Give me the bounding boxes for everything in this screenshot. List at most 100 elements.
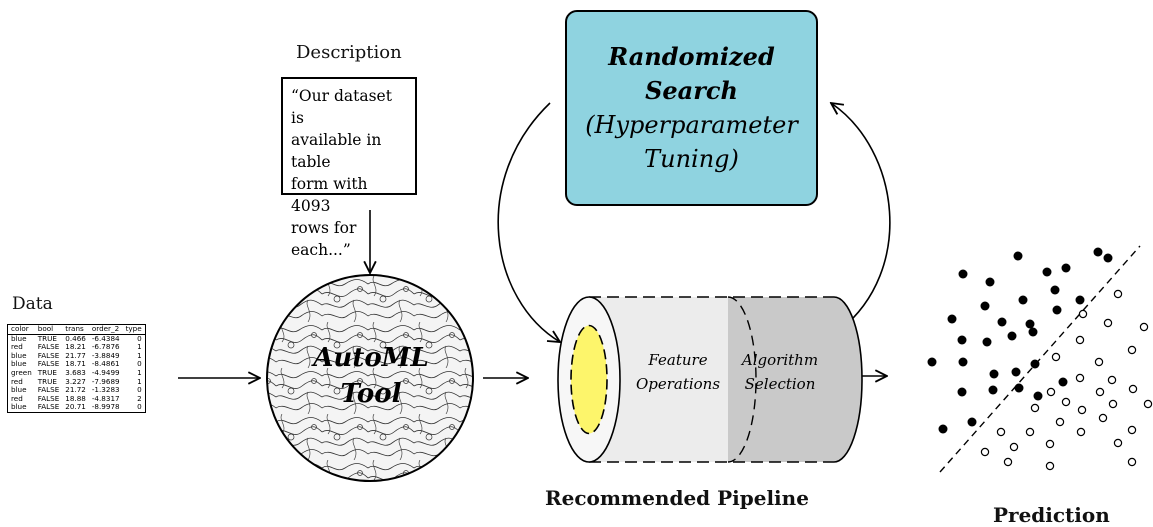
table-cell: 3.683 [65, 367, 86, 377]
automl-line: Tool [340, 379, 402, 409]
scatter-point-hollow [1139, 322, 1149, 332]
table-cell: FALSE [37, 393, 60, 403]
table-cell: FALSE [37, 342, 60, 352]
table-cell: TRUE [37, 333, 57, 343]
scatter-point-hollow [1143, 399, 1153, 409]
table-cell: 18.88 [65, 393, 86, 403]
scatter-point-filled [1014, 383, 1024, 393]
scatter-point-filled [988, 385, 998, 395]
scatter-point-hollow [1061, 397, 1071, 407]
scatter-point-filled [1093, 247, 1103, 257]
algo-sel-line: Algorithm [741, 351, 819, 369]
randomized-search-line: Search [645, 76, 738, 105]
table-cell: 1 [137, 342, 142, 352]
scatter-point-filled [1058, 377, 1068, 387]
scatter-point-filled [1050, 285, 1060, 295]
scatter-point-filled [927, 357, 937, 367]
scatter-point-hollow [1127, 345, 1137, 355]
automl-label: AutoML Tool [266, 340, 476, 412]
table-cell: blue [11, 359, 27, 369]
table-cell: 1 [137, 376, 142, 386]
table-cell: 20.71 [65, 402, 86, 412]
scatter-point-filled [1007, 331, 1017, 341]
pipeline-title: Recommended Pipeline [545, 486, 809, 510]
table-cell: 1 [137, 367, 142, 377]
table-cell: -4.8317 [91, 393, 120, 403]
table-cell: blue [11, 350, 27, 360]
scatter-point-filled [1028, 327, 1038, 337]
table-cell: TRUE [37, 367, 57, 377]
table-cell: -3.8849 [91, 350, 120, 360]
table-cell: 0 [137, 385, 142, 395]
scatter-point-hollow [1045, 461, 1055, 471]
table-cell: blue [11, 333, 27, 343]
table-cell: -1.3283 [91, 385, 120, 395]
data-title: Data [12, 294, 53, 314]
curved-arrow-icon [831, 103, 891, 331]
scatter-point-hollow [996, 427, 1006, 437]
scatter-point-filled [957, 387, 967, 397]
table-cell: 0 [137, 359, 142, 369]
column-header: color [7, 324, 35, 335]
decision-boundary [939, 245, 1141, 473]
scatter-point-hollow [1045, 439, 1055, 449]
scatter-point-hollow [1127, 425, 1137, 435]
table-cell: 2 [137, 393, 142, 403]
scatter-point-filled [1052, 305, 1062, 315]
scatter-plot-icon [927, 245, 1153, 473]
scatter-point-hollow [1075, 335, 1085, 345]
scatter-point-hollow [1113, 438, 1123, 448]
scatter-point-hollow [1127, 457, 1137, 467]
scatter-point-hollow [1075, 373, 1085, 383]
table-header-row: color bool trans order_2 type [7, 324, 146, 335]
description-line: rows for each...” [291, 219, 357, 259]
scatter-point-filled [958, 269, 968, 279]
texture-circle-icon [266, 274, 474, 482]
scatter-point-hollow [1046, 387, 1056, 397]
hyperparameter-line: Tuning) [644, 145, 739, 173]
scatter-point-filled [982, 337, 992, 347]
table-cell: -6.4384 [91, 333, 120, 343]
table-cell: FALSE [37, 350, 60, 360]
hyperparameter-line: (Hyperparameter [585, 111, 798, 139]
scatter-point-filled [1042, 267, 1052, 277]
column-header: bool [34, 324, 63, 335]
scatter-point-filled [997, 317, 1007, 327]
automl-line: AutoML [313, 343, 429, 373]
scatter-point-hollow [1098, 413, 1108, 423]
table-cell: 3.227 [65, 376, 86, 386]
scatter-point-hollow [1113, 289, 1123, 299]
description-line: “Our dataset is [291, 87, 392, 127]
scatter-point-hollow [1030, 403, 1040, 413]
table-cell: blue [11, 385, 27, 395]
table-cell: 0 [137, 333, 142, 343]
scatter-point-filled [1103, 253, 1113, 263]
table-cell: FALSE [37, 402, 60, 412]
randomized-search-box: Randomized Search (Hyperparameter Tuning… [565, 10, 818, 206]
scatter-point-hollow [1103, 318, 1113, 328]
table-cell: 21.77 [65, 350, 86, 360]
scatter-point-hollow [980, 447, 990, 457]
scatter-point-hollow [1107, 375, 1117, 385]
scatter-point-hollow [1051, 352, 1061, 362]
scatter-point-hollow [1078, 309, 1088, 319]
scatter-point-filled [1075, 295, 1085, 305]
scatter-point-hollow [1094, 357, 1104, 367]
table-cell: blue [11, 402, 27, 412]
scatter-point-hollow [1076, 427, 1086, 437]
table-cell: FALSE [37, 359, 60, 369]
scatter-point-hollow [1108, 399, 1118, 409]
scatter-point-filled [1033, 391, 1043, 401]
column-header: type [122, 324, 146, 335]
description-title: Description [296, 42, 402, 63]
scatter-point-filled [985, 277, 995, 287]
